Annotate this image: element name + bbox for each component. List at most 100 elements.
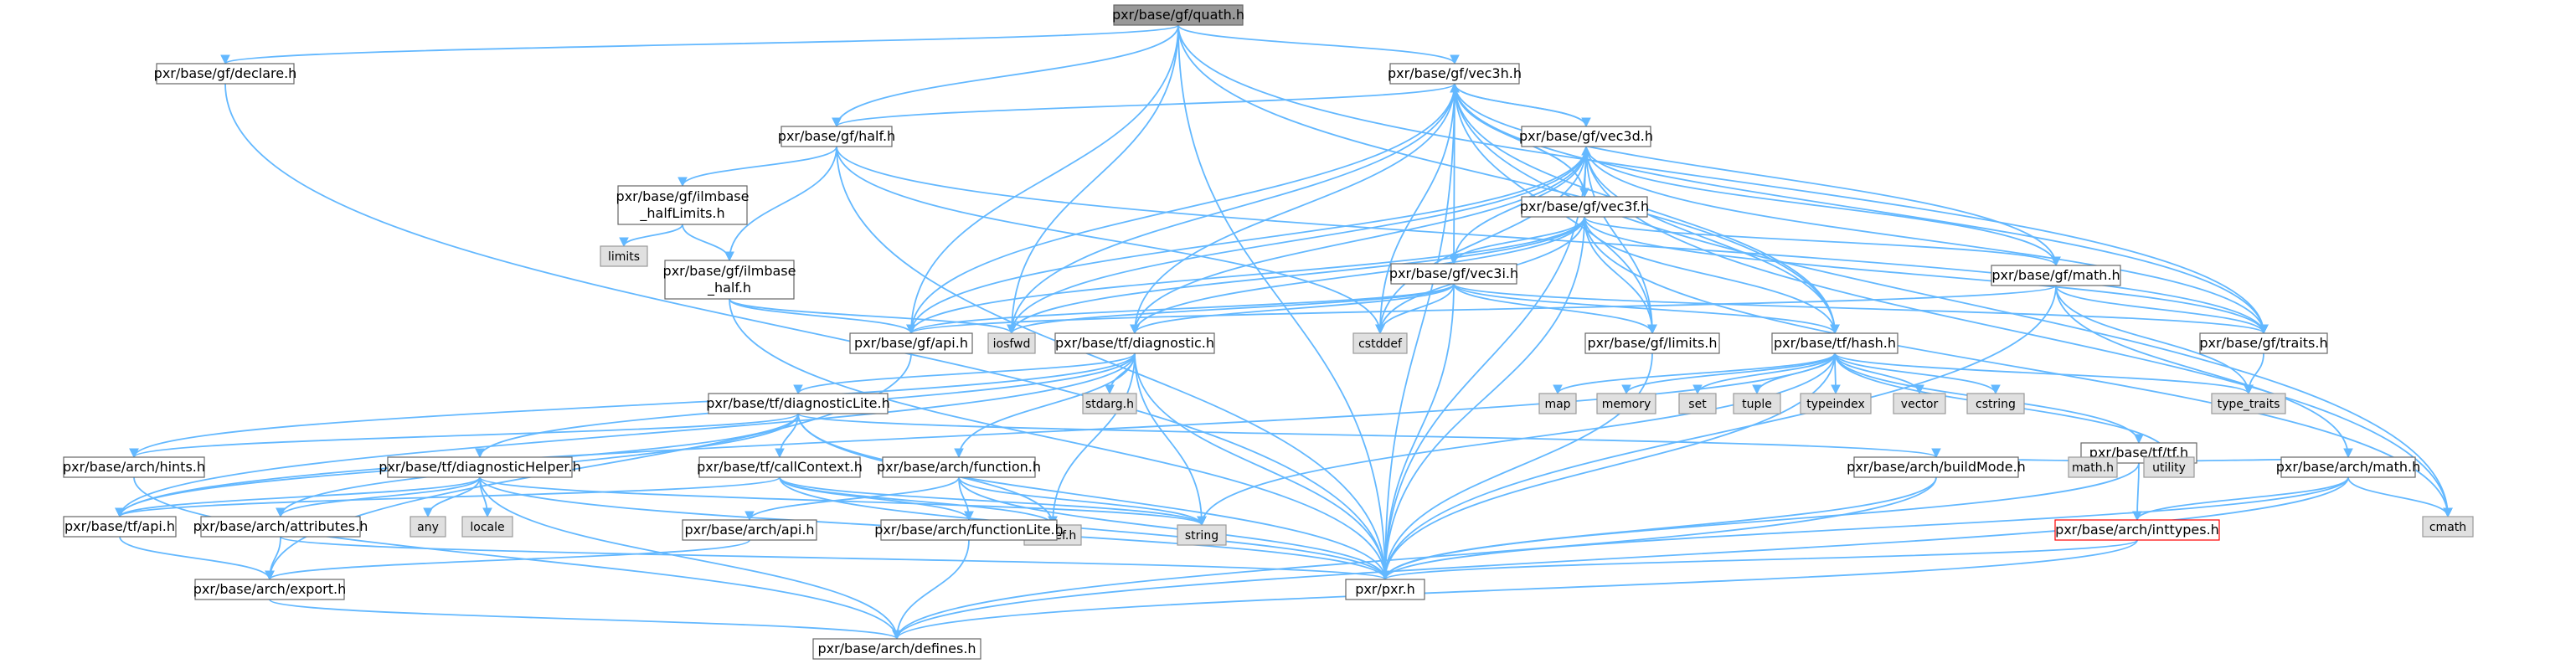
node-limits: limits: [600, 245, 648, 267]
edge-arrowhead-vec3h-to-half: [832, 117, 842, 128]
node-function[interactable]: pxr/base/arch/function.h: [877, 456, 1041, 478]
node-map: map: [1538, 393, 1577, 414]
node-label-typeindex: typeindex: [1806, 398, 1865, 411]
node-declare[interactable]: pxr/base/gf/declare.h: [154, 63, 297, 85]
edge-arrowhead-vec3f-to-vec3d: [1581, 145, 1591, 156]
node-export[interactable]: pxr/base/arch/export.h: [193, 579, 347, 600]
node-ilmbase_halfLimits[interactable]: pxr/base/gf/ilmbase_halfLimits.h: [616, 185, 750, 225]
node-box-diagnosticLite: [708, 393, 889, 414]
edge-callContext-to-tfapi: [119, 476, 781, 517]
node-set: set: [1678, 393, 1717, 414]
node-box-typeindex: [1800, 393, 1872, 414]
node-diagnosticLite[interactable]: pxr/base/tf/diagnosticLite.h: [706, 393, 890, 414]
node-label-diagnosticLite: pxr/base/tf/diagnosticLite.h: [706, 395, 889, 411]
node-box-vec3h: [1389, 63, 1520, 85]
node-label-iosfwd: iosfwd: [993, 337, 1031, 351]
node-box-mathh: [2068, 456, 2118, 478]
edge-diagnosticLite-to-buildMode: [797, 413, 1937, 458]
node-inttypes[interactable]: pxr/base/arch/inttypes.h: [2054, 519, 2220, 541]
edge-diagnosticHelper-to-string: [479, 476, 1203, 526]
node-box-vec3f: [1521, 196, 1648, 218]
edge-arrowhead-ilmbase_halfLimits-to-ilmbase_half: [724, 251, 734, 262]
edge-arrowhead-half-to-ilmbase_halfLimits: [677, 177, 688, 188]
node-cstddef: cstddef: [1352, 332, 1408, 354]
node-defines[interactable]: pxr/base/arch/defines.h: [812, 638, 981, 660]
node-diagnosticHelper[interactable]: pxr/base/tf/diagnosticHelper.h: [379, 456, 581, 478]
node-box-iosfwd: [987, 332, 1036, 354]
node-label-tfapi: pxr/base/tf/api.h: [64, 518, 175, 534]
node-label-archapi: pxr/base/arch/api.h: [684, 522, 814, 538]
node-iosfwd: iosfwd: [987, 332, 1036, 354]
node-type_traits: type_traits: [2211, 393, 2286, 414]
node-label-function: pxr/base/arch/function.h: [877, 459, 1041, 475]
edge-vec3f-to-hash: [1584, 216, 1836, 334]
node-vec3i[interactable]: pxr/base/gf/vec3i.h: [1389, 263, 1518, 285]
edge-arrowhead-diagnostic-to-diagnosticLite: [793, 384, 803, 395]
node-label-vec3f: pxr/base/gf/vec3f.h: [1520, 198, 1649, 214]
edge-hash-to-memory: [1625, 353, 1836, 394]
node-archapi[interactable]: pxr/base/arch/api.h: [682, 519, 817, 541]
edge-buildMode-to-defines: [896, 476, 1937, 640]
node-box-set: [1678, 393, 1717, 414]
edge-diagnostic-to-hints: [133, 353, 1136, 458]
node-ilmbase_half[interactable]: pxr/base/gf/ilmbase_half.h: [663, 260, 796, 300]
edge-diagnostic-to-diagnosticLite: [797, 353, 1136, 394]
node-label-ilmbase_half: pxr/base/gf/ilmbase: [663, 263, 796, 279]
node-box-declare: [156, 63, 295, 85]
node-label-ilmbase_half: _half.h: [707, 280, 751, 296]
edge-archmath-to-defines: [896, 476, 2349, 640]
edge-vec3f-to-traits: [1584, 216, 2264, 334]
edge-functionLite-to-defines: [896, 539, 970, 640]
node-label-vec3i: pxr/base/gf/vec3i.h: [1389, 265, 1518, 281]
edge-arrowhead-callContext-to-tfapi: [115, 507, 125, 518]
node-box-ilmbase_halfLimits: [617, 185, 748, 225]
edge-vec3i-to-iosfwd: [1011, 283, 1455, 334]
edge-diagnosticHelper-to-attributes: [280, 476, 481, 517]
node-label-utility: utility: [2152, 461, 2186, 475]
node-vec3d[interactable]: pxr/base/gf/vec3d.h: [1519, 126, 1653, 147]
node-callContext[interactable]: pxr/base/tf/callContext.h: [697, 456, 863, 478]
edge-archmath-to-inttypes: [2136, 476, 2349, 521]
node-gfapi[interactable]: pxr/base/gf/api.h: [849, 332, 973, 354]
node-hash[interactable]: pxr/base/tf/hash.h: [1771, 332, 1899, 354]
node-vec3f[interactable]: pxr/base/gf/vec3f.h: [1520, 196, 1649, 218]
node-box-gfapi: [849, 332, 973, 354]
node-label-traits: pxr/base/gf/traits.h: [2199, 335, 2327, 351]
node-math_gf[interactable]: pxr/base/gf/math.h: [1991, 265, 2121, 286]
edge-arrowhead-diagnosticLite-to-callContext: [775, 448, 785, 459]
edge-arrowhead-quath-to-vec3h: [1450, 54, 1460, 65]
node-buildMode[interactable]: pxr/base/arch/buildMode.h: [1847, 456, 2026, 478]
edge-archmath-to-pxr: [1384, 476, 2349, 580]
node-gflimits[interactable]: pxr/base/gf/limits.h: [1584, 332, 1720, 354]
node-mathh: math.h: [2068, 456, 2118, 478]
node-box-quath: [1113, 4, 1244, 26]
edge-vec3d-to-gfapi: [910, 146, 1587, 334]
edge-arrowhead-hash-to-tf: [2134, 434, 2144, 445]
node-label-vec3h: pxr/base/gf/vec3h.h: [1388, 65, 1522, 81]
edge-diagnostic-to-function: [958, 353, 1136, 458]
edge-vec3f-to-diagnostic: [1134, 216, 1585, 334]
node-half[interactable]: pxr/base/gf/half.h: [778, 126, 895, 147]
node-hints[interactable]: pxr/base/arch/hints.h: [63, 456, 205, 478]
node-label-diagnosticHelper: pxr/base/tf/diagnosticHelper.h: [379, 459, 580, 475]
node-label-vec3d: pxr/base/gf/vec3d.h: [1519, 128, 1653, 144]
node-box-attributes: [200, 516, 361, 538]
node-attributes[interactable]: pxr/base/arch/attributes.h: [193, 516, 368, 538]
node-label-declare: pxr/base/gf/declare.h: [154, 65, 297, 81]
node-functionLite[interactable]: pxr/base/arch/functionLite.h: [874, 519, 1064, 541]
edge-hints-to-defines: [133, 476, 898, 640]
node-diagnostic[interactable]: pxr/base/tf/diagnostic.h: [1054, 332, 1215, 354]
node-vec3h[interactable]: pxr/base/gf/vec3h.h: [1388, 63, 1522, 85]
edge-attributes-to-pxr: [280, 536, 1386, 580]
node-label-quath: pxr/base/gf/quath.h: [1112, 7, 1244, 23]
node-box-tuple: [1733, 393, 1781, 414]
node-archmath[interactable]: pxr/base/arch/math.h: [2276, 456, 2421, 478]
node-label-string: string: [1185, 529, 1218, 543]
node-label-diagnostic: pxr/base/tf/diagnostic.h: [1055, 335, 1214, 351]
node-traits[interactable]: pxr/base/gf/traits.h: [2199, 332, 2328, 354]
edge-arrowhead-vec3i-to-diagnostic: [1130, 324, 1140, 335]
node-box-half: [781, 126, 893, 147]
node-pxr[interactable]: pxr/pxr.h: [1345, 579, 1425, 600]
node-tfapi[interactable]: pxr/base/tf/api.h: [63, 516, 177, 538]
